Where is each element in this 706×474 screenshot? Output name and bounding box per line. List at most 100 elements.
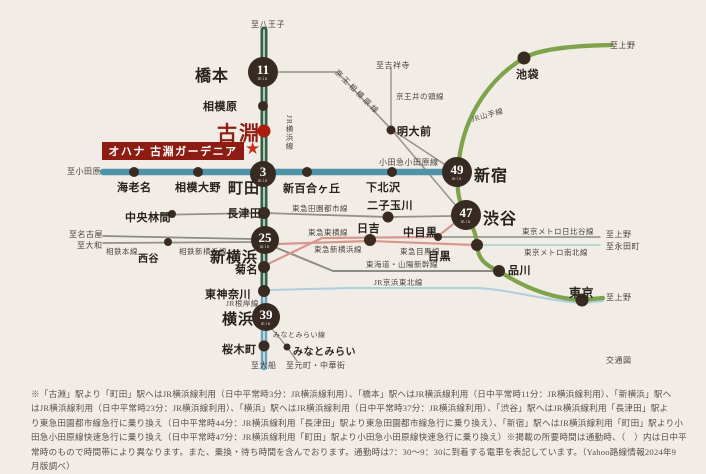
dot-nishiya — [164, 238, 172, 246]
station-label-sagamihara: 相模原 — [203, 101, 238, 113]
time-badge-shinyokohama: 25 min — [251, 226, 279, 254]
station-label-ikebukuro: 池袋 — [516, 69, 539, 81]
direction-label-kichijoji: 至吉祥寺 — [376, 61, 410, 70]
property-banner: オハナ 古淵ガーデニア — [102, 142, 244, 160]
map-corner-note: 交通図 — [606, 356, 632, 365]
station-label-sakuragicho: 桜木町 — [222, 344, 257, 356]
line-label-keio-inokashira: 京王井の頭線 — [396, 92, 444, 101]
keio-sagamihara-line-path — [278, 71, 392, 130]
station-label-sagamiono: 相模大野 — [175, 182, 221, 194]
disclaimer-line: 田急小田原線快速急行に乗り換え（日中平常時47分：JR横浜線利用「町田」駅より小… — [31, 432, 687, 443]
dot-sagamihara — [258, 101, 268, 111]
station-label-chuorinkan: 中央林間 — [125, 212, 171, 224]
direction-label-motomachi: 至元町・中華街 — [286, 361, 346, 370]
time-unit: min — [259, 244, 271, 250]
line-label-shinkansen: 東海道・山陽新幹線 — [366, 260, 438, 269]
direction-label-nagatacho: 至永田町 — [606, 242, 640, 251]
line-label-jr-negishi: JR根岸線 — [226, 299, 259, 308]
dot-shimokitazawa — [387, 167, 397, 177]
station-label-shinagawa: 品川 — [508, 265, 531, 277]
dot-ebina — [129, 167, 139, 177]
line-label-tokyu-toyoko: 東急東横線 — [308, 228, 348, 237]
keio-line-path — [390, 128, 448, 167]
station-label-nagatsuta: 長津田 — [227, 208, 262, 220]
disclaimer-line: はJR横浜線利用（日中平常時23分：JR横浜線利用）、「横浜」駅へはJR横浜線利… — [31, 403, 669, 414]
time-badge-shibuya: 47 min — [451, 200, 481, 230]
line-label-odakyu-odawara: 小田急小田原線 — [379, 158, 439, 167]
disclaimer-line: り東急田園都市線急行に乗り換え（日中平常時44分：JR横浜線利用「長津田」駅より… — [31, 417, 684, 428]
direction-label-ueno-tokyo: 至上野 — [606, 293, 632, 302]
disclaimer-text: ※「古淵」駅より「町田」駅へはJR横浜線利用（日中平常時3分：JR横浜線利用）、… — [31, 387, 687, 473]
time-unit: min — [451, 176, 463, 182]
line-label-sotetsu-main: 相鉄本線 — [106, 247, 138, 256]
time-badge-yokohama: 39 min — [252, 303, 280, 331]
tokyu-denentoshi-line-path — [149, 212, 454, 218]
station-label-kobuchi: 古淵 — [217, 123, 261, 145]
dot-higashikanagawa — [258, 285, 270, 297]
disclaimer-line: 月版調べ） — [31, 461, 75, 472]
direction-label-ofuna: 至大船 — [251, 361, 277, 370]
time-value: 3 — [259, 163, 267, 179]
line-label-tokyu-denentoshi: 東急田園都市線 — [292, 204, 348, 213]
disclaimer-line: ※「古淵」駅より「町田」駅へはJR横浜線利用（日中平常時3分：JR横浜線利用）、… — [31, 389, 672, 399]
dot-meguro — [471, 239, 483, 251]
dot-minatomirai — [283, 343, 291, 351]
station-label-yokohama: 横浜 — [222, 312, 255, 328]
time-value: 49 — [450, 161, 464, 177]
time-badge-hashimoto: 11 min — [248, 57, 278, 87]
time-value: 11 — [256, 61, 270, 77]
station-label-futakotamagawa: 二子玉川 — [367, 200, 413, 212]
line-label-jr-yokohama: JR横浜線 — [285, 115, 294, 151]
dot-shinagawa — [493, 265, 505, 277]
shinkansen-west-path — [102, 235, 253, 240]
line-label-metro-namboku: 東京メトロ南北線 — [524, 248, 588, 257]
station-label-shibuya: 渋谷 — [483, 211, 518, 228]
route-map-svg — [99, 26, 614, 371]
station-label-shimokitazawa: 下北沢 — [366, 182, 401, 194]
line-label-jr-keihintohoku: JR京浜東北線 — [374, 278, 423, 287]
time-value: 39 — [259, 306, 273, 322]
station-label-meidaimae: 明大前 — [397, 126, 432, 138]
dot-meidaimae — [386, 125, 396, 135]
station-dots — [129, 51, 589, 352]
station-label-tokyo: 東京 — [569, 286, 595, 300]
station-label-minatomirai: みなとみらい — [293, 347, 356, 358]
property-name: オハナ 古淵ガーデニア — [108, 146, 238, 158]
station-label-ebina: 海老名 — [117, 182, 152, 194]
dot-ikebukuro — [517, 51, 531, 65]
direction-label-nagoya: 至名古屋 — [69, 230, 103, 239]
line-label-minatomirai: みなとみらい線 — [273, 331, 326, 339]
dot-nagatsuta — [258, 207, 270, 219]
time-unit: min — [257, 178, 269, 184]
sotetsu-line-path — [102, 241, 254, 244]
station-label-kikuna: 菊名 — [235, 264, 258, 276]
station-label-machida: 町田 — [228, 181, 261, 197]
dot-chuorinkan — [168, 210, 176, 218]
tokyu-toyoko-line-path — [266, 220, 458, 266]
dot-tokyo — [575, 293, 589, 307]
dot-nakameguro — [434, 233, 442, 241]
station-label-nakameguro: 中目黒 — [403, 227, 438, 239]
time-unit: min — [460, 219, 472, 225]
dot-sagamiono — [193, 167, 203, 177]
line-label-sotetsu-shinyokohama: 相鉄新横浜線 — [179, 247, 227, 256]
station-label-higashikanagawa: 東神奈川 — [205, 289, 251, 301]
station-label-meguro: 目黒 — [428, 251, 451, 263]
time-value: 25 — [258, 229, 272, 245]
station-label-shinjuku: 新宿 — [474, 168, 509, 185]
time-unit: min — [260, 321, 272, 327]
station-label-hashimoto: 橋本 — [195, 68, 230, 85]
station-label-shinyokohama: 新横浜 — [210, 250, 259, 266]
dot-hiyoshi — [364, 234, 376, 246]
direction-label-ueno-top: 至上野 — [610, 41, 636, 50]
direction-label-hachioji: 至八王子 — [251, 20, 285, 29]
station-label-nishiya: 西谷 — [138, 254, 159, 265]
direction-label-yamato: 至大和 — [77, 241, 103, 250]
direction-label-odawara: 至小田原 — [67, 167, 101, 176]
station-label-shinyurigaoka: 新百合ヶ丘 — [283, 183, 341, 195]
direction-label-ueno-hibiya: 至上野 — [606, 230, 632, 239]
dot-shinyurigaoka — [302, 167, 312, 177]
time-unit: min — [257, 76, 269, 82]
dot-futakotamagawa — [382, 211, 394, 223]
